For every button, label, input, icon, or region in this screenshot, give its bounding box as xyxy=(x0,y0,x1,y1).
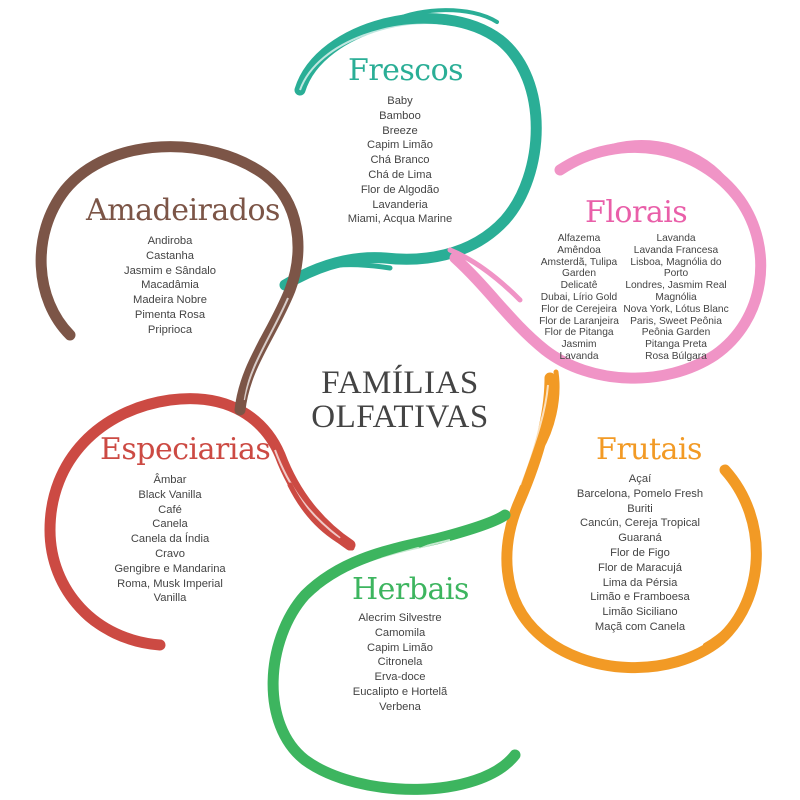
list-item: Magnólia xyxy=(655,291,697,303)
list-item: Canela xyxy=(152,518,188,531)
especiarias-title: Especiarias xyxy=(100,432,271,467)
list-item: Alecrim Silvestre xyxy=(358,612,442,624)
florais-swirl xyxy=(447,140,767,384)
list-item: Chá Branco xyxy=(370,154,430,167)
frutais-title: Frutais xyxy=(596,432,702,467)
list-item: Breeze xyxy=(382,124,418,137)
list-item: Flor de Maracujá xyxy=(598,561,682,574)
amadeirados-list: Andiroba Castanha Jasmim e Sândalo Macad… xyxy=(100,234,240,338)
list-item: Londres, Jasmim Real xyxy=(625,280,727,292)
list-item: Madeira Nobre xyxy=(133,294,207,307)
frutais-swirl xyxy=(501,369,762,674)
list-item: Flor de Laranjeira xyxy=(539,315,619,327)
herbais-title: Herbais xyxy=(352,572,469,607)
list-item: Garden xyxy=(562,268,596,280)
list-item: Gengibre e Mandarina xyxy=(114,562,226,575)
list-item: Amêndoa xyxy=(557,244,601,256)
frescos-list: Baby Bamboo Breeze Capim Limão Chá Branc… xyxy=(330,94,470,227)
frescos-title: Frescos xyxy=(348,53,464,88)
list-item: Capim Limão xyxy=(367,641,433,654)
list-item: Macadâmia xyxy=(141,279,199,292)
list-item: Âmbar xyxy=(153,474,187,486)
list-item: Flor de Pitanga xyxy=(544,327,614,339)
list-item: Limão Siciliano xyxy=(602,606,678,619)
list-item: Limão e Framboesa xyxy=(590,591,690,604)
list-item: Paris, Sweet Peônia xyxy=(630,315,722,327)
list-item: Pimenta Rosa xyxy=(134,308,206,321)
list-item: Verbena xyxy=(379,700,421,713)
list-item: Andiroba xyxy=(147,235,193,247)
list-item: Delicatê xyxy=(560,280,598,292)
list-item: Barcelona, Pomelo Fresh xyxy=(576,487,704,500)
florais-title: Florais xyxy=(585,195,688,230)
list-item: Lisboa, Magnólia do xyxy=(630,256,722,268)
list-item: Erva-doce xyxy=(374,671,426,684)
list-item: Capim Limão xyxy=(367,139,433,152)
list-item: Lavanda xyxy=(559,350,599,362)
list-item: Miami, Acqua Marine xyxy=(347,213,453,226)
list-item: Dubai, Lírio Gold xyxy=(540,291,618,303)
list-item: Lavanda Francesa xyxy=(633,244,719,256)
especiarias-list: Âmbar Black Vanilla Café Canela Canela d… xyxy=(100,473,240,606)
list-item: Nova York, Lótus Blanc xyxy=(623,303,729,315)
florais-list-left: Alfazema Amêndoa Amsterdã, Tulipa Garden… xyxy=(533,233,625,363)
list-item: Flor de Algodão xyxy=(360,183,440,196)
list-item: Pitanga Preta xyxy=(645,339,707,351)
list-item: Lima da Pérsia xyxy=(602,576,678,589)
list-item: Lavanderia xyxy=(372,198,428,211)
list-item: Chá de Lima xyxy=(368,168,432,181)
amadeirados-swirl xyxy=(35,141,304,416)
list-item: Jasmim e Sândalo xyxy=(123,264,217,277)
list-item: Café xyxy=(158,503,182,516)
list-item: Porto xyxy=(663,268,689,280)
list-item: Baby xyxy=(387,95,413,107)
florais-list-right: Lavanda Lavanda Francesa Lisboa, Magnóli… xyxy=(622,233,730,363)
list-item: Lavanda xyxy=(656,233,696,244)
frutais-list: Açaí Barcelona, Pomelo Fresh Buriti Canc… xyxy=(560,472,720,635)
list-item: Black Vanilla xyxy=(138,488,202,501)
list-item: Alfazema xyxy=(557,233,601,244)
list-item: Jasmim xyxy=(561,339,597,351)
herbais-swirl xyxy=(267,509,521,795)
amadeirados-title: Amadeirados xyxy=(86,193,280,228)
center-title: FAMÍLIAS OLFATIVAS xyxy=(250,366,550,434)
list-item: Flor de Cerejeira xyxy=(541,303,617,315)
list-item: Cravo xyxy=(155,547,185,560)
center-title-line2: OLFATIVAS xyxy=(311,399,489,435)
list-item: Castanha xyxy=(146,249,194,262)
list-item: Canela da Índia xyxy=(130,533,210,546)
list-item: Camomila xyxy=(374,626,426,639)
list-item: Flor de Figo xyxy=(610,546,670,559)
list-item: Amsterdã, Tulipa xyxy=(540,256,618,268)
list-item: Buriti xyxy=(627,502,653,515)
list-item: Peônia Garden xyxy=(641,327,711,339)
list-item: Guaraná xyxy=(618,532,662,545)
list-item: Bamboo xyxy=(379,109,421,122)
list-item: Eucalipto e Hortelã xyxy=(352,685,448,698)
list-item: Açaí xyxy=(628,473,652,485)
list-item: Rosa Búlgara xyxy=(645,350,707,362)
list-item: Maçã com Canela xyxy=(594,620,686,633)
center-title-line1: FAMÍLIAS xyxy=(321,365,479,401)
herbais-list: Alecrim Silvestre Camomila Capim Limão C… xyxy=(330,611,470,715)
list-item: Roma, Musk Imperial xyxy=(117,577,223,590)
list-item: Vanilla xyxy=(153,592,187,605)
list-item: Cancún, Cereja Tropical xyxy=(579,517,700,530)
list-item: Priprioca xyxy=(147,323,193,336)
list-item: Citronela xyxy=(377,656,423,669)
especiarias-swirl xyxy=(44,393,356,651)
